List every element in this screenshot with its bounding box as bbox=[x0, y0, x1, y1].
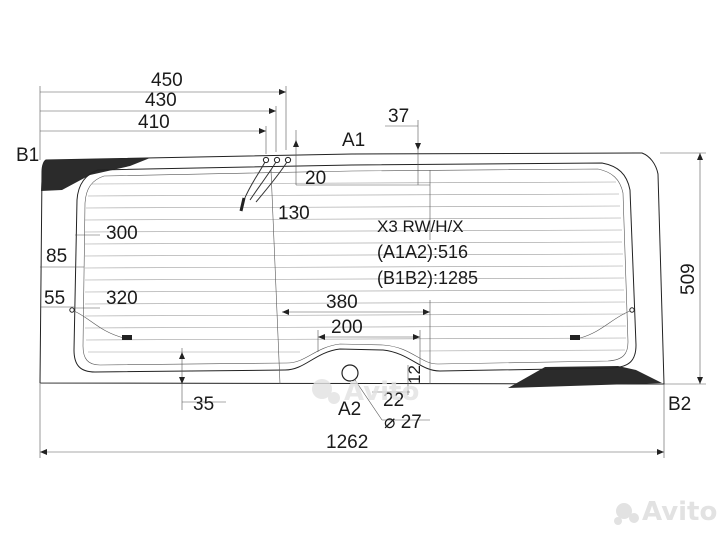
avito-watermark-center: Avito bbox=[312, 377, 419, 407]
dim-450: 450 bbox=[151, 70, 183, 91]
dim-1262: 1262 bbox=[326, 432, 368, 453]
dim-35: 35 bbox=[193, 394, 214, 415]
point-a2-label: A2 bbox=[338, 399, 361, 420]
dim-380: 380 bbox=[326, 292, 358, 313]
dim-300: 300 bbox=[106, 223, 138, 244]
svg-text:Avito: Avito bbox=[344, 377, 419, 407]
dimension-lines bbox=[39, 86, 706, 458]
inner-border bbox=[73, 162, 637, 373]
heating-grid bbox=[84, 181, 627, 353]
frit-top-left bbox=[41, 158, 150, 191]
antenna-connector bbox=[239, 156, 292, 212]
dim-diameter-27: ⌀ 27 bbox=[384, 412, 422, 433]
model-code: X3 RW/H/X bbox=[377, 217, 464, 236]
a1a2-distance: (A1A2):516 bbox=[377, 242, 468, 262]
dim-85: 85 bbox=[46, 246, 67, 267]
inner-border-secondary bbox=[82, 168, 629, 366]
avito-watermark-corner: Avito bbox=[614, 497, 717, 527]
wiper-hole bbox=[341, 364, 359, 382]
dim-12: 12 bbox=[405, 365, 424, 384]
dim-130: 130 bbox=[278, 203, 310, 224]
dim-55: 55 bbox=[44, 288, 65, 309]
b1b2-distance: (B1B2):1285 bbox=[377, 268, 478, 288]
right-heating-connector bbox=[570, 307, 635, 340]
dim-430: 430 bbox=[145, 90, 177, 111]
frit-bottom-right bbox=[508, 366, 662, 388]
left-heating-connector bbox=[69, 307, 132, 340]
point-a1-label: A1 bbox=[342, 130, 365, 151]
dim-37: 37 bbox=[388, 106, 409, 127]
dim-320: 320 bbox=[106, 288, 138, 309]
dim-410: 410 bbox=[138, 112, 170, 133]
svg-text:Avito: Avito bbox=[642, 497, 717, 527]
dim-22: 22 bbox=[383, 390, 404, 411]
dim-509: 509 bbox=[678, 263, 699, 295]
dim-200: 200 bbox=[331, 317, 363, 338]
point-b2-label: B2 bbox=[668, 394, 691, 415]
point-b1-label: B1 bbox=[16, 145, 39, 166]
dim-20: 20 bbox=[305, 168, 326, 189]
